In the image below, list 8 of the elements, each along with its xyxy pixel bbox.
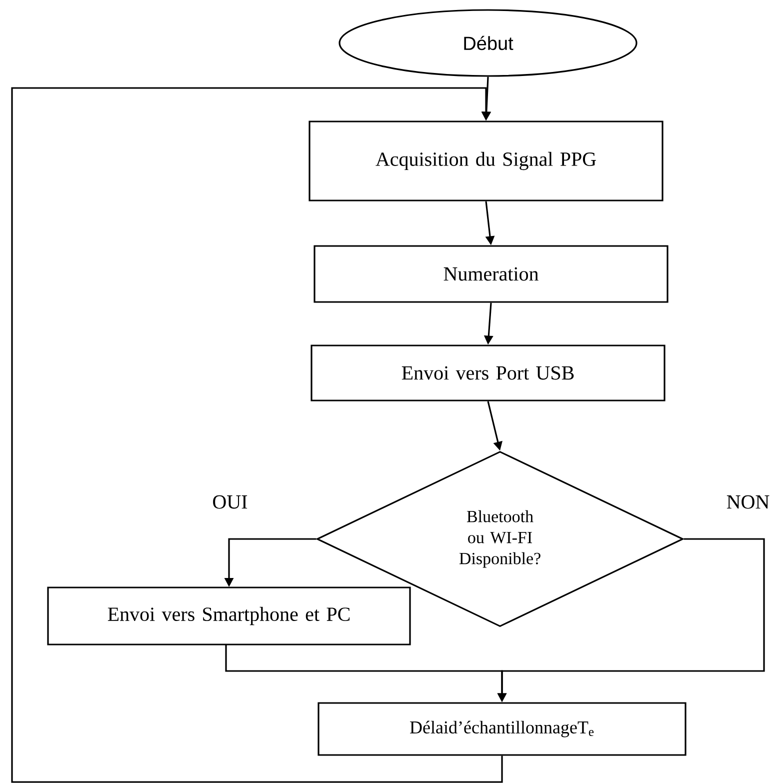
edge-label: OUI [211,494,249,510]
process-box: Envoi vers Smartphone et PC [47,586,411,646]
arrow [11,87,503,783]
process-box: Numeration [314,245,668,303]
process-box: Envoi vers Port USB [310,344,666,402]
edge-label: NON [725,494,771,510]
process-box: Délaid’échantillonnageT$_{e}$ [318,702,686,756]
process-box: Acquisition du Signal PPG [308,120,664,202]
